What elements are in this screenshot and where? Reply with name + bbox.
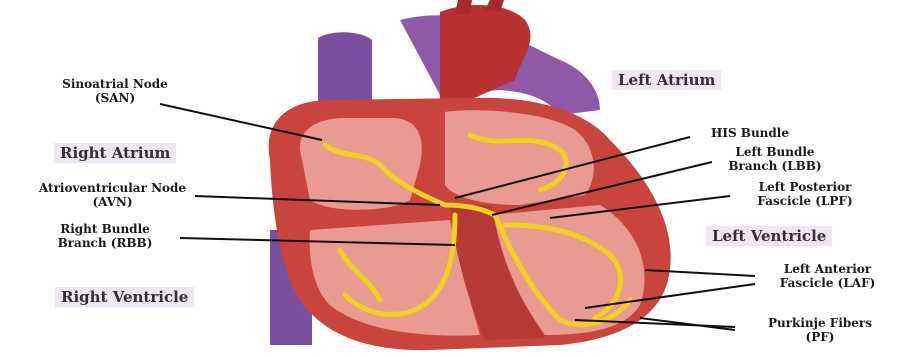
label-left-anterior-fascicle: Left Anterior Fascicle (LAF) <box>745 262 910 290</box>
label-left-posterior-fascicle: Left Posterior Fascicle (LPF) <box>720 180 890 208</box>
label-left-atrium: Left Atrium <box>612 70 721 90</box>
right-atrium-chamber <box>300 118 422 210</box>
label-right-atrium: Right Atrium <box>54 143 176 163</box>
label-atrioventricular-node: Atrioventricular Node (AVN) <box>0 181 225 209</box>
label-left-ventricle: Left Ventricle <box>706 226 832 246</box>
label-left-bundle-branch: Left Bundle Branch (LBB) <box>700 145 850 173</box>
label-right-bundle-branch: Right Bundle Branch (RBB) <box>30 222 180 250</box>
label-his-bundle: HIS Bundle <box>690 126 810 140</box>
label-sinoatrial-node: Sinoatrial Node (SAN) <box>30 77 200 105</box>
label-purkinje-fibers: Purkinje Fibers (PF) <box>735 316 905 344</box>
label-right-ventricle: Right Ventricle <box>55 287 194 307</box>
aortic-branch-1 <box>455 0 472 14</box>
